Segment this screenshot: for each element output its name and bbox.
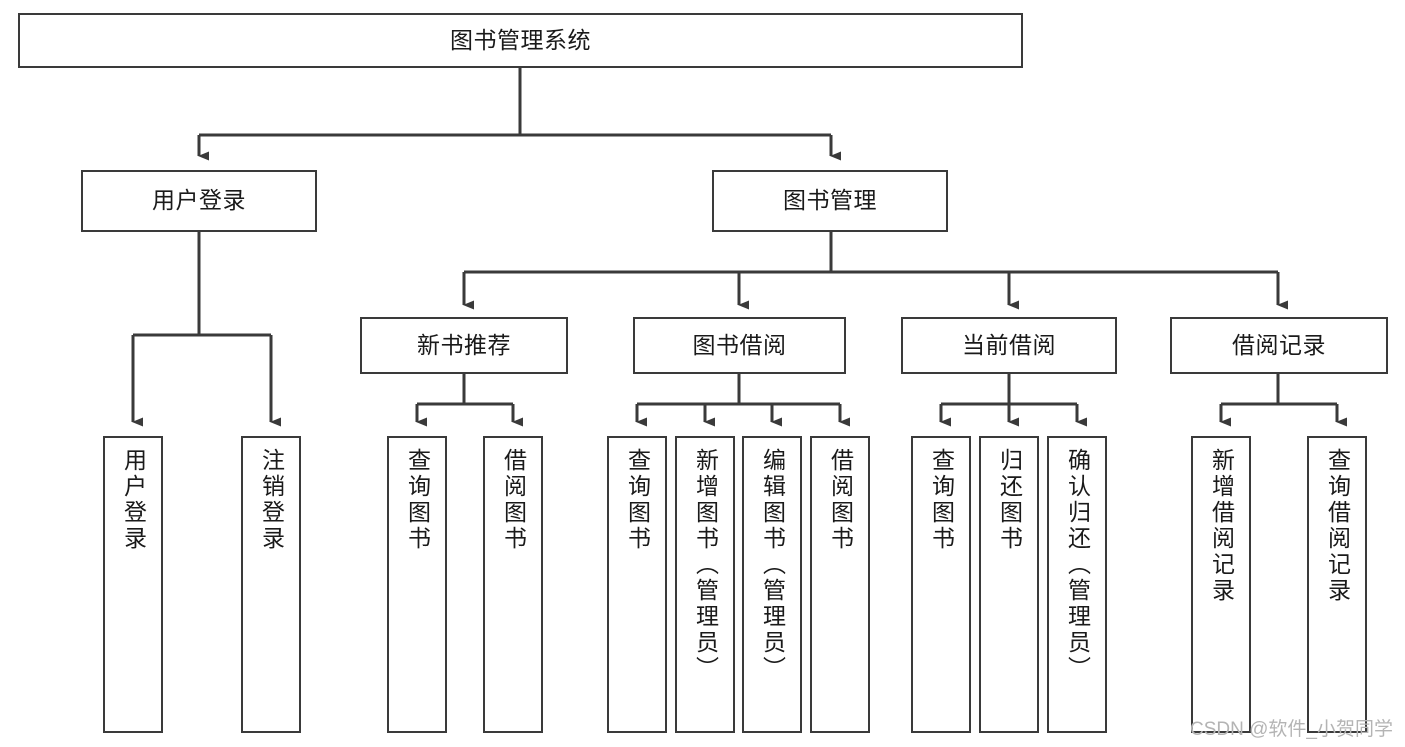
leaf-user-login-logout[interactable]: 注销登录	[241, 436, 301, 733]
node-label: 图书借阅	[692, 331, 787, 358]
leaf-user-login-login[interactable]: 用户登录	[103, 436, 163, 733]
node-label: 新书推荐	[417, 331, 511, 358]
leaf-borrow-add-book-admin[interactable]: 新增图书（管理员）	[675, 436, 735, 733]
node-label: 查询图书	[928, 448, 955, 552]
node-label: 用户登录	[152, 187, 246, 214]
node-current-borrowing[interactable]: 当前借阅	[901, 317, 1117, 374]
node-label: 确认归还（管理员）	[1064, 448, 1091, 682]
watermark-text: CSDN @软件_小贺同学	[1190, 719, 1393, 740]
node-label: 编辑图书（管理员）	[759, 448, 786, 682]
node-new-book-recommendation[interactable]: 新书推荐	[360, 317, 568, 374]
leaf-borrow-edit-book-admin[interactable]: 编辑图书（管理员）	[742, 436, 802, 733]
leaf-borrow-query-book[interactable]: 查询图书	[607, 436, 667, 733]
leaf-new-book-query[interactable]: 查询图书	[387, 436, 447, 733]
node-label: 借阅图书	[500, 448, 527, 552]
node-label: 查询图书	[404, 448, 431, 552]
leaf-borrow-borrow-book[interactable]: 借阅图书	[810, 436, 870, 733]
node-label: 新增借阅记录	[1208, 448, 1235, 604]
node-book-borrowing[interactable]: 图书借阅	[633, 317, 846, 374]
leaf-current-confirm-return-admin[interactable]: 确认归还（管理员）	[1047, 436, 1107, 733]
node-label: 图书管理	[783, 187, 877, 214]
leaf-record-add-borrow-record[interactable]: 新增借阅记录	[1191, 436, 1251, 733]
node-root-book-management-system[interactable]: 图书管理系统	[18, 13, 1023, 68]
node-label: 借阅图书	[827, 448, 854, 552]
leaf-current-query-book[interactable]: 查询图书	[911, 436, 971, 733]
leaf-current-return-book[interactable]: 归还图书	[979, 436, 1039, 733]
node-label: 查询借阅记录	[1324, 448, 1351, 604]
node-label: 图书管理系统	[450, 26, 591, 53]
node-label: 归还图书	[996, 448, 1023, 552]
leaf-new-book-borrow[interactable]: 借阅图书	[483, 436, 543, 733]
node-user-login[interactable]: 用户登录	[81, 170, 317, 232]
node-label: 注销登录	[258, 448, 285, 552]
node-label: 用户登录	[120, 448, 147, 552]
node-label: 当前借阅	[962, 331, 1056, 358]
node-label: 新增图书（管理员）	[692, 448, 719, 682]
node-borrowing-record[interactable]: 借阅记录	[1170, 317, 1388, 374]
node-book-management[interactable]: 图书管理	[712, 170, 948, 232]
node-label: 借阅记录	[1232, 331, 1326, 358]
leaf-record-query-borrow-record[interactable]: 查询借阅记录	[1307, 436, 1367, 733]
node-label: 查询图书	[624, 448, 651, 552]
